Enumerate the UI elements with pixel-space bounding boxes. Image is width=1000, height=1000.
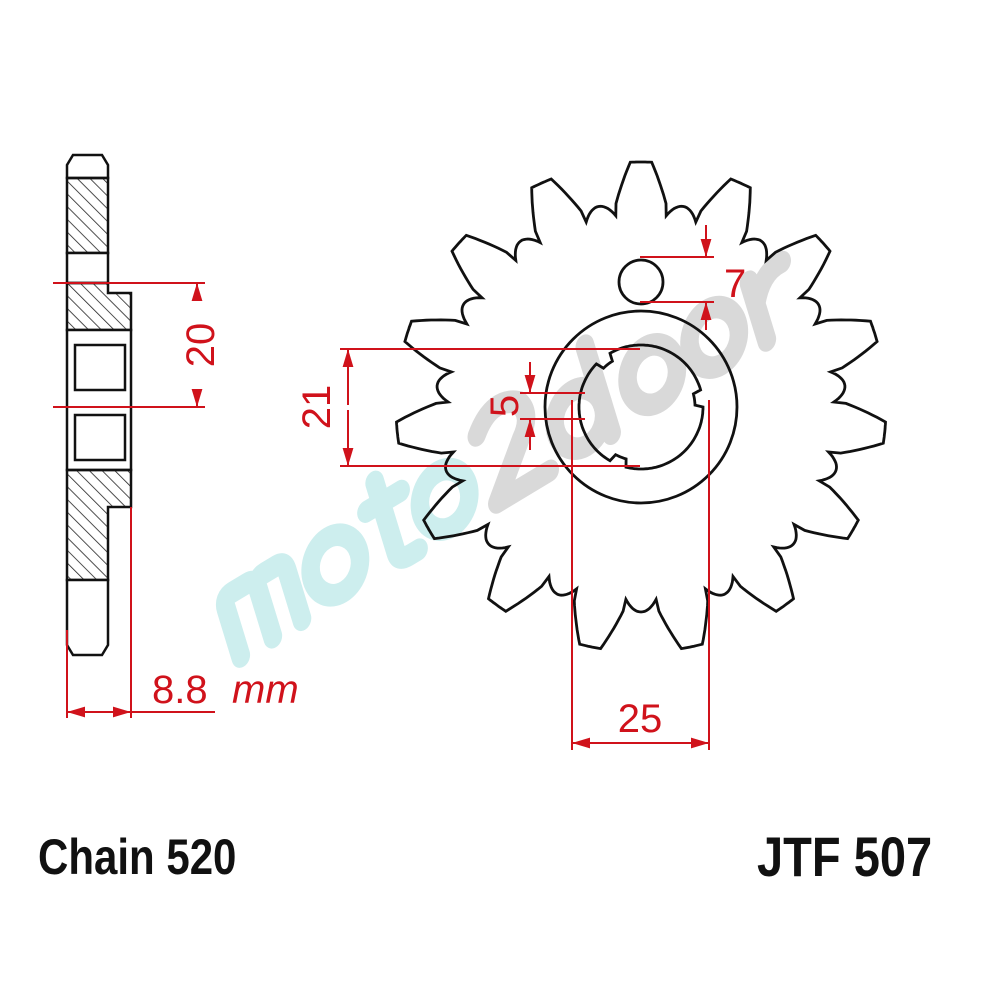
- watermark-logo: [215, 250, 791, 668]
- bolt-hole: [617, 258, 665, 306]
- side-tooth-bottom: [65, 578, 110, 657]
- side-dimensions: [53, 282, 215, 718]
- watermark-part1-shape: [215, 457, 479, 668]
- side-spline-2: [73, 413, 127, 462]
- dim-5: 5: [483, 395, 527, 417]
- watermark-part2-shape: [467, 250, 791, 514]
- spline-bore: [577, 343, 705, 471]
- side-hatch-top: [65, 176, 110, 255]
- side-tooth-top: [65, 153, 110, 180]
- chain-label: Chain 520: [38, 829, 237, 885]
- dim-unit-mm: mm: [232, 668, 299, 712]
- dim-20: 20: [179, 323, 223, 368]
- side-hatch-bottom: [65, 468, 133, 582]
- sprocket-outline: [395, 160, 887, 651]
- side-view: [65, 153, 133, 657]
- dim-8-8: 8.8: [152, 668, 208, 712]
- side-gap: [65, 251, 110, 285]
- dim-7: 7: [724, 262, 746, 306]
- front-dimensions: [340, 225, 714, 750]
- side-spline-1: [73, 343, 127, 392]
- dim-25: 25: [618, 697, 663, 741]
- front-view: [395, 160, 887, 651]
- dim-21: 21: [295, 385, 339, 430]
- side-hatch-hub-top: [65, 281, 133, 332]
- part-number: JTF 507: [757, 825, 933, 888]
- hub-circle: [543, 309, 739, 505]
